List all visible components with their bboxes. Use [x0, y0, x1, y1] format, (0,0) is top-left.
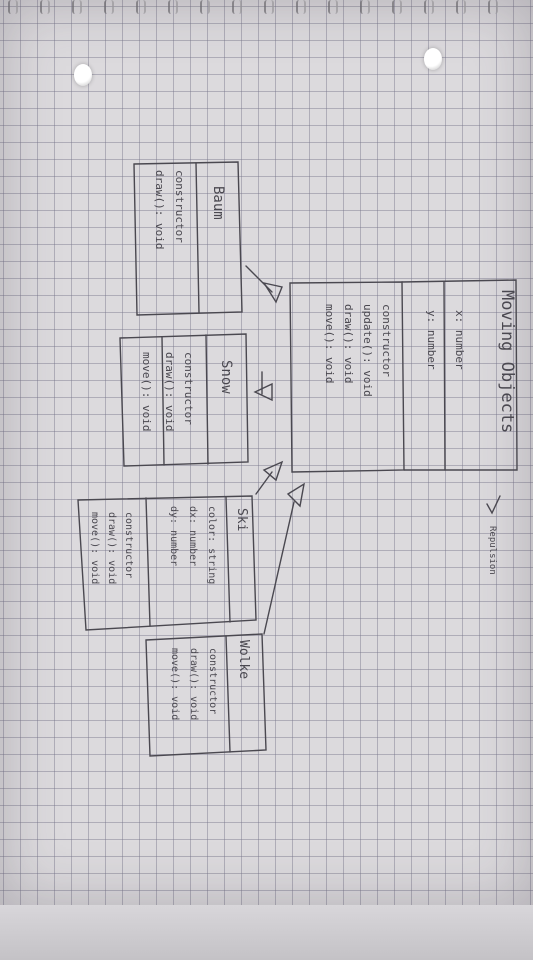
uml-class-diagram: Moving Objects x: number y: number const…	[77, 161, 518, 757]
method-update: update(): void	[361, 304, 374, 397]
spiral-binding	[200, 0, 210, 14]
class-box-baum: Baum constructor draw(): void	[133, 161, 243, 316]
spiral-binding	[168, 0, 178, 14]
method-move: move(): void	[323, 304, 336, 383]
note-text: Repulsion	[487, 526, 497, 575]
class-box-moving-objects: Moving Objects x: number y: number const…	[289, 279, 518, 473]
spiral-binding	[456, 0, 466, 14]
attribute-dx: dx: number	[187, 506, 198, 566]
spiral-binding	[328, 0, 338, 14]
method-constructor: constructor	[173, 170, 186, 243]
attribute-color: color: string	[206, 506, 217, 584]
attribute-dy: dy: number	[168, 506, 179, 566]
class-box-snow: Snow constructor draw(): void move(): vo…	[119, 333, 249, 467]
method-move: move(): void	[89, 512, 100, 584]
attribute-y: y: number	[425, 310, 438, 370]
spiral-binding	[8, 0, 18, 14]
method-move: move(): void	[169, 648, 180, 720]
spiral-binding	[72, 0, 82, 14]
method-constructor: constructor	[123, 512, 134, 578]
method-draw: draw(): void	[153, 170, 166, 249]
spiral-binding	[488, 0, 498, 14]
class-box-wolke: Wolke constructor draw(): void move(): v…	[145, 633, 267, 757]
class-title: Wolke	[236, 640, 251, 679]
method-constructor: constructor	[380, 304, 393, 377]
method-draw: draw(): void	[342, 304, 355, 383]
spiral-binding	[392, 0, 402, 14]
inheritance-arrow-ski	[255, 460, 284, 495]
class-title: Ski	[234, 508, 249, 531]
spiral-binding	[360, 0, 370, 14]
spiral-binding	[232, 0, 242, 14]
inheritance-arrow-baum	[245, 265, 283, 304]
class-title: Baum	[210, 186, 226, 220]
method-draw: draw(): void	[188, 648, 199, 720]
spiral-binding	[104, 0, 114, 14]
table-surface	[0, 905, 533, 960]
spiral-binding	[264, 0, 274, 14]
spiral-binding	[40, 0, 50, 14]
method-constructor: constructor	[182, 352, 195, 425]
method-draw: draw(): void	[106, 512, 117, 584]
method-constructor: constructor	[207, 648, 218, 714]
inheritance-arrow-wolke	[263, 482, 305, 635]
notebook-page	[0, 0, 533, 905]
spiral-binding	[136, 0, 146, 14]
attribute-x: x: number	[453, 310, 466, 370]
punch-hole	[74, 64, 92, 86]
method-draw: draw(): void	[163, 352, 176, 431]
class-title: Moving Objects	[497, 290, 517, 433]
class-title: Snow	[218, 360, 234, 394]
method-move: move(): void	[140, 352, 153, 431]
inheritance-arrow-snow	[253, 371, 273, 402]
spiral-binding	[296, 0, 306, 14]
spiral-binding	[424, 0, 434, 14]
margin-note: Repulsion	[486, 495, 501, 575]
punch-hole	[424, 48, 442, 70]
class-box-ski: Ski color: string dx: number dy: number …	[77, 495, 257, 631]
